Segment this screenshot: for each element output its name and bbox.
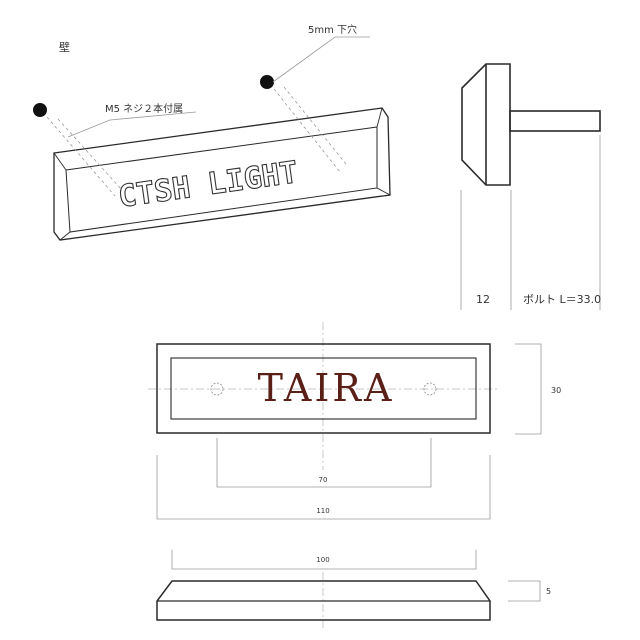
perspective-plate-text: CTSH LIGHT [116,155,300,215]
inner-width-dimension [171,550,477,570]
thickness-label: 5 [546,587,551,596]
screw-dot-left [33,103,47,117]
side-view: 12 ボルト L＝33.0 [460,63,601,310]
front-plate-text: TAIRA [258,366,395,410]
mounting-hole-left [210,382,224,396]
inner-width-label: 100 [316,556,329,564]
front-plate-outer [156,343,491,434]
hole-pitch-dimension [216,438,432,488]
hole-leader [272,36,370,83]
hole-label: 5mm 下穴 [308,23,357,36]
width-label: 110 [316,507,329,515]
thickness-dimension [508,580,541,602]
mounting-hole-right [423,382,437,396]
front-plate-inner [170,357,477,420]
side-bolt [509,110,601,132]
front-view: TAIRA 30 70 110 [148,322,561,520]
height-dimension [515,343,542,435]
bolt-length-label: ボルト L＝33.0 [523,293,601,306]
side-depth-label: 12 [476,293,490,306]
screw-leader [67,111,197,138]
hole-dot-right [260,75,274,89]
hole-pitch-label: 70 [319,476,328,484]
wall-label: 壁 [59,40,70,54]
screw-label: M5 ネジ２本付属 [105,102,183,115]
bottom-view: 100 5 [156,550,551,630]
width-dimension [156,455,491,520]
height-label: 30 [551,386,561,395]
perspective-view: 壁 M5 ネジ２本付属 5mm 下穴 CTSH LIGHT [33,23,391,241]
